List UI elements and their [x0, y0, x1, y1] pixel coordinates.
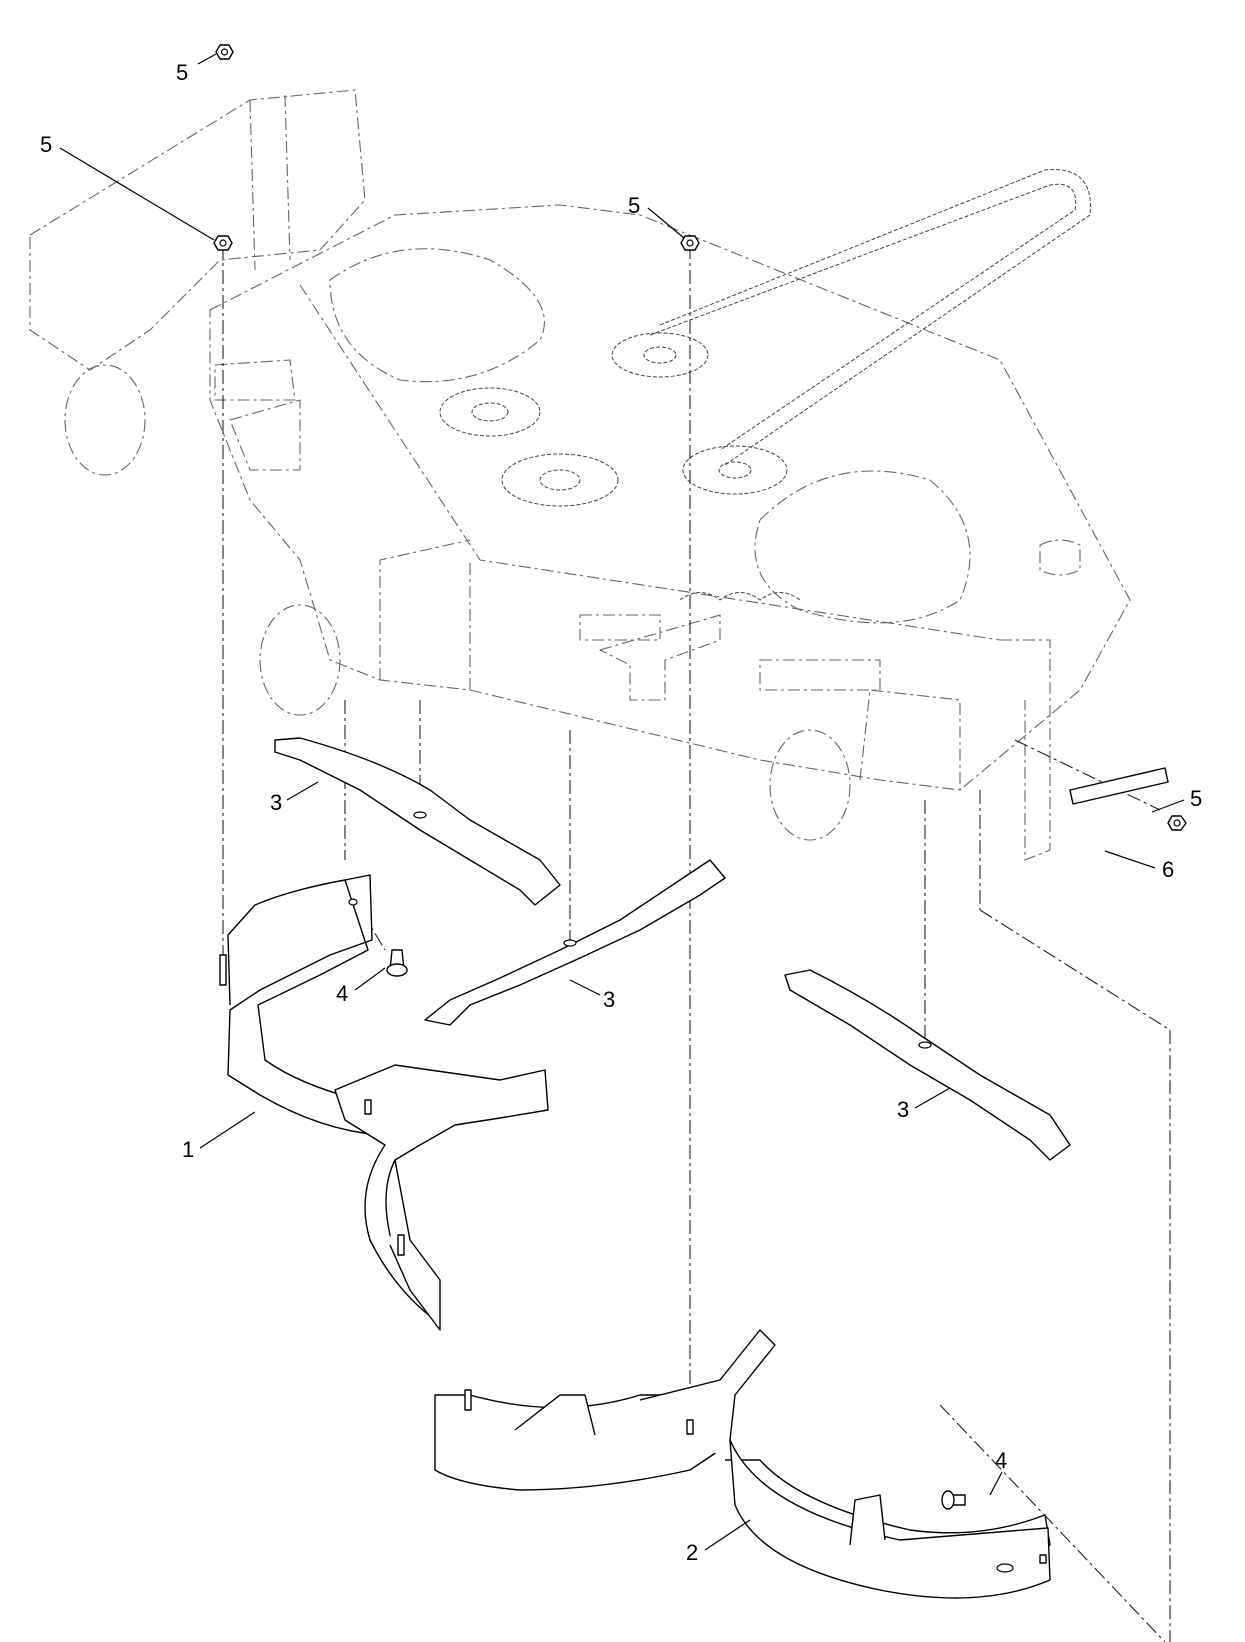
- callout-3-right: 3: [897, 1097, 909, 1122]
- mulch-baffle-right: [434, 1329, 1051, 1599]
- callout-labels: 5 5 5 5 6 3 3 3 4 4 1 2: [40, 60, 1202, 1565]
- callout-3-left: 3: [270, 790, 282, 815]
- callout-6: 6: [1162, 857, 1174, 882]
- callout-1: 1: [182, 1137, 194, 1162]
- callout-4-right: 4: [995, 1448, 1007, 1473]
- flange-nut-right: [1167, 815, 1187, 831]
- callout-5-center: 5: [628, 193, 640, 218]
- carriage-bolt-left: [386, 949, 408, 977]
- callout-2: 2: [686, 1540, 698, 1565]
- callout-4-left: 4: [336, 981, 348, 1006]
- callout-3-center: 3: [603, 987, 615, 1012]
- callout-5-left: 5: [40, 132, 52, 157]
- baffle-strip: [1069, 767, 1169, 805]
- blade-left: [274, 737, 561, 906]
- leader-lines: [59, 53, 1185, 1551]
- carriage-bolt-right: [941, 1490, 966, 1510]
- flange-nut-left: [213, 235, 233, 251]
- flange-nut-center: [680, 235, 700, 251]
- callout-5-top: 5: [176, 60, 188, 85]
- mulch-baffle-left: [219, 874, 549, 1331]
- blade-center: [424, 859, 726, 1026]
- flange-nut-top: [215, 44, 234, 60]
- blade-right: [784, 969, 1071, 1161]
- callout-5-right: 5: [1190, 786, 1202, 811]
- mower-deck-phantom: [29, 89, 1131, 861]
